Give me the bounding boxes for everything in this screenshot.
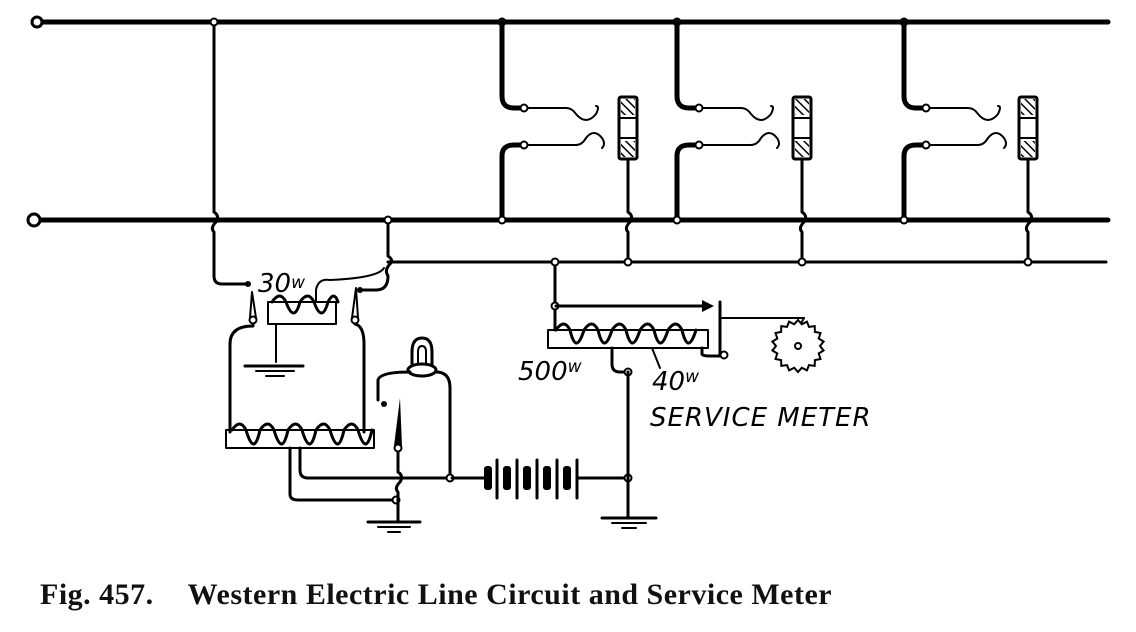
meter-coil-500-label: 500w bbox=[518, 357, 582, 387]
meter-feed-wire bbox=[550, 257, 714, 332]
jack-panel bbox=[899, 17, 1039, 267]
coil-40w-leader bbox=[651, 347, 661, 369]
ring-drop-wire bbox=[358, 215, 394, 292]
line-relay bbox=[225, 422, 450, 505]
meter-coil-40-label: 40w bbox=[652, 367, 699, 397]
cutoff-relay bbox=[245, 267, 385, 363]
tip-line bbox=[30, 15, 1111, 29]
ring-line bbox=[26, 212, 1111, 228]
tip-drop-wire bbox=[209, 17, 250, 286]
figure-number: Fig. 457. bbox=[40, 578, 154, 611]
ground-icon bbox=[366, 520, 422, 533]
tip-terminal bbox=[30, 15, 44, 29]
ground-icon bbox=[600, 516, 658, 529]
ring-terminal bbox=[26, 212, 42, 228]
line-lamp-icon bbox=[376, 336, 452, 480]
jack-panel bbox=[497, 17, 639, 267]
battery-icon bbox=[450, 458, 630, 500]
figure-title: Western Electric Line Circuit and Servic… bbox=[187, 578, 833, 611]
service-meter-label: SERVICE METER bbox=[650, 403, 872, 433]
cutoff-relay-label: 30w bbox=[258, 269, 305, 299]
figure-caption: Fig. 457. Western Electric Line Circuit a… bbox=[40, 578, 1120, 612]
line-relay-spring bbox=[393, 398, 404, 524]
spring-wire-right bbox=[353, 322, 366, 434]
jack-panel bbox=[672, 17, 813, 267]
circuit-diagram: 30w bbox=[26, 15, 1111, 533]
spring-wire-left bbox=[228, 322, 255, 434]
ground-icon bbox=[243, 364, 305, 377]
ratchet-wheel-icon bbox=[770, 318, 826, 374]
service-meter-coil bbox=[547, 300, 729, 377]
